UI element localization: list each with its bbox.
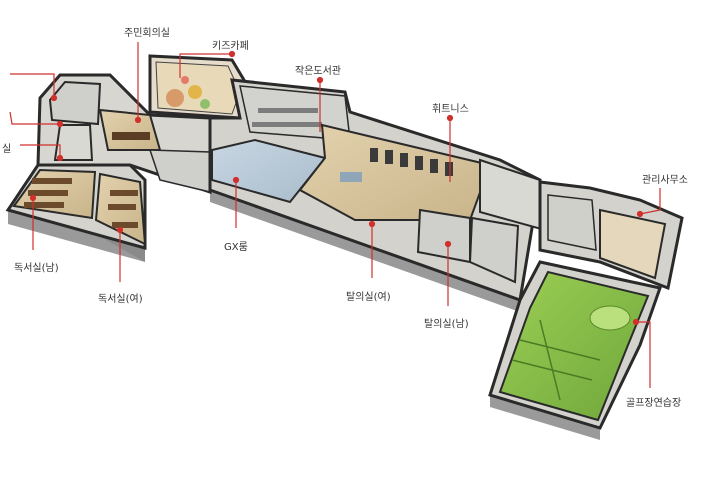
management-office-block [538,180,684,291]
label-reading-room-male: 독서실(남) [14,263,59,274]
management-office-floor [599,208,667,280]
main-block [208,78,547,303]
label-gx-room: GX룸 [224,242,248,253]
label-management-office: 관리사무소 [642,175,688,186]
label-changing-room-female: 탈의실(여) [346,292,391,303]
leader-lines [9,42,661,388]
label-changing-room-male: 탈의실(남) [424,319,469,330]
label-fitness: 휘트니스 [432,104,469,115]
changing-room-female-floor [416,208,471,264]
reading-rooms-block [5,163,147,250]
changing-room-male-floor [468,216,520,284]
label-reading-room-female: 독서실(여) [98,294,143,305]
upper-left-rooms [36,73,212,195]
label-golf-practice: 골프장연습장 [626,398,682,409]
golf-wing [488,260,662,430]
label-community-room: 주민회의실 [124,28,170,39]
label-partial-left: 실 [2,144,12,155]
kids-cafe-block [148,54,252,120]
community-room-floor [98,108,162,151]
label-kids-cafe: 키즈카페 [212,41,249,52]
label-small-library: 작은도서관 [295,66,341,77]
